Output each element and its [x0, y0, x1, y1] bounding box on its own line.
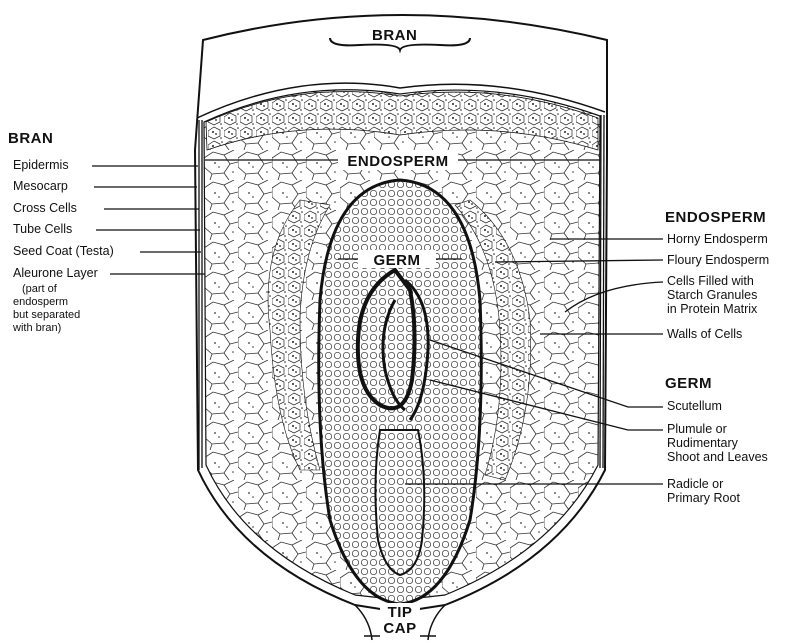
right-germ-heading: GERM	[665, 375, 712, 392]
left-bran-heading: BRAN	[8, 130, 53, 147]
label-tube-cells: Tube Cells	[13, 222, 72, 236]
aleurone-note-1: (part of	[22, 283, 58, 295]
label-cells-starch-1: Cells Filled with	[667, 274, 754, 288]
tip-cap-label-1: TIP	[388, 604, 413, 621]
aleurone-note-3: but separated	[13, 309, 80, 321]
label-cells-starch-3: in Protein Matrix	[667, 302, 758, 316]
label-cross-cells: Cross Cells	[13, 201, 77, 215]
endosperm-center-label: ENDOSPERM	[347, 153, 448, 170]
bran-top-label: BRAN	[372, 27, 417, 44]
label-plumule-2: Rudimentary	[667, 436, 739, 450]
label-epidermis: Epidermis	[13, 158, 69, 172]
label-floury-endosperm: Floury Endosperm	[667, 253, 769, 267]
label-radicle-1: Radicle or	[667, 477, 723, 491]
label-plumule-3: Shoot and Leaves	[667, 450, 768, 464]
label-aleurone-layer: Aleurone Layer	[13, 266, 98, 280]
label-seed-coat: Seed Coat (Testa)	[13, 244, 114, 258]
label-radicle-2: Primary Root	[667, 491, 740, 505]
aleurone-note-2: endosperm	[13, 296, 68, 308]
label-walls-of-cells: Walls of Cells	[667, 327, 742, 341]
label-plumule-1: Plumule or	[667, 422, 727, 436]
label-horny-endosperm: Horny Endosperm	[667, 232, 768, 246]
aleurone-note-4: with bran)	[12, 322, 61, 334]
label-scutellum: Scutellum	[667, 399, 722, 413]
tip-cap-label-2: CAP	[383, 620, 416, 637]
right-endosperm-heading: ENDOSPERM	[665, 209, 766, 226]
germ-center-label: GERM	[374, 252, 421, 269]
label-cells-starch-2: Starch Granules	[667, 288, 757, 302]
label-mesocarp: Mesocarp	[13, 179, 68, 193]
germ-region	[319, 180, 482, 604]
